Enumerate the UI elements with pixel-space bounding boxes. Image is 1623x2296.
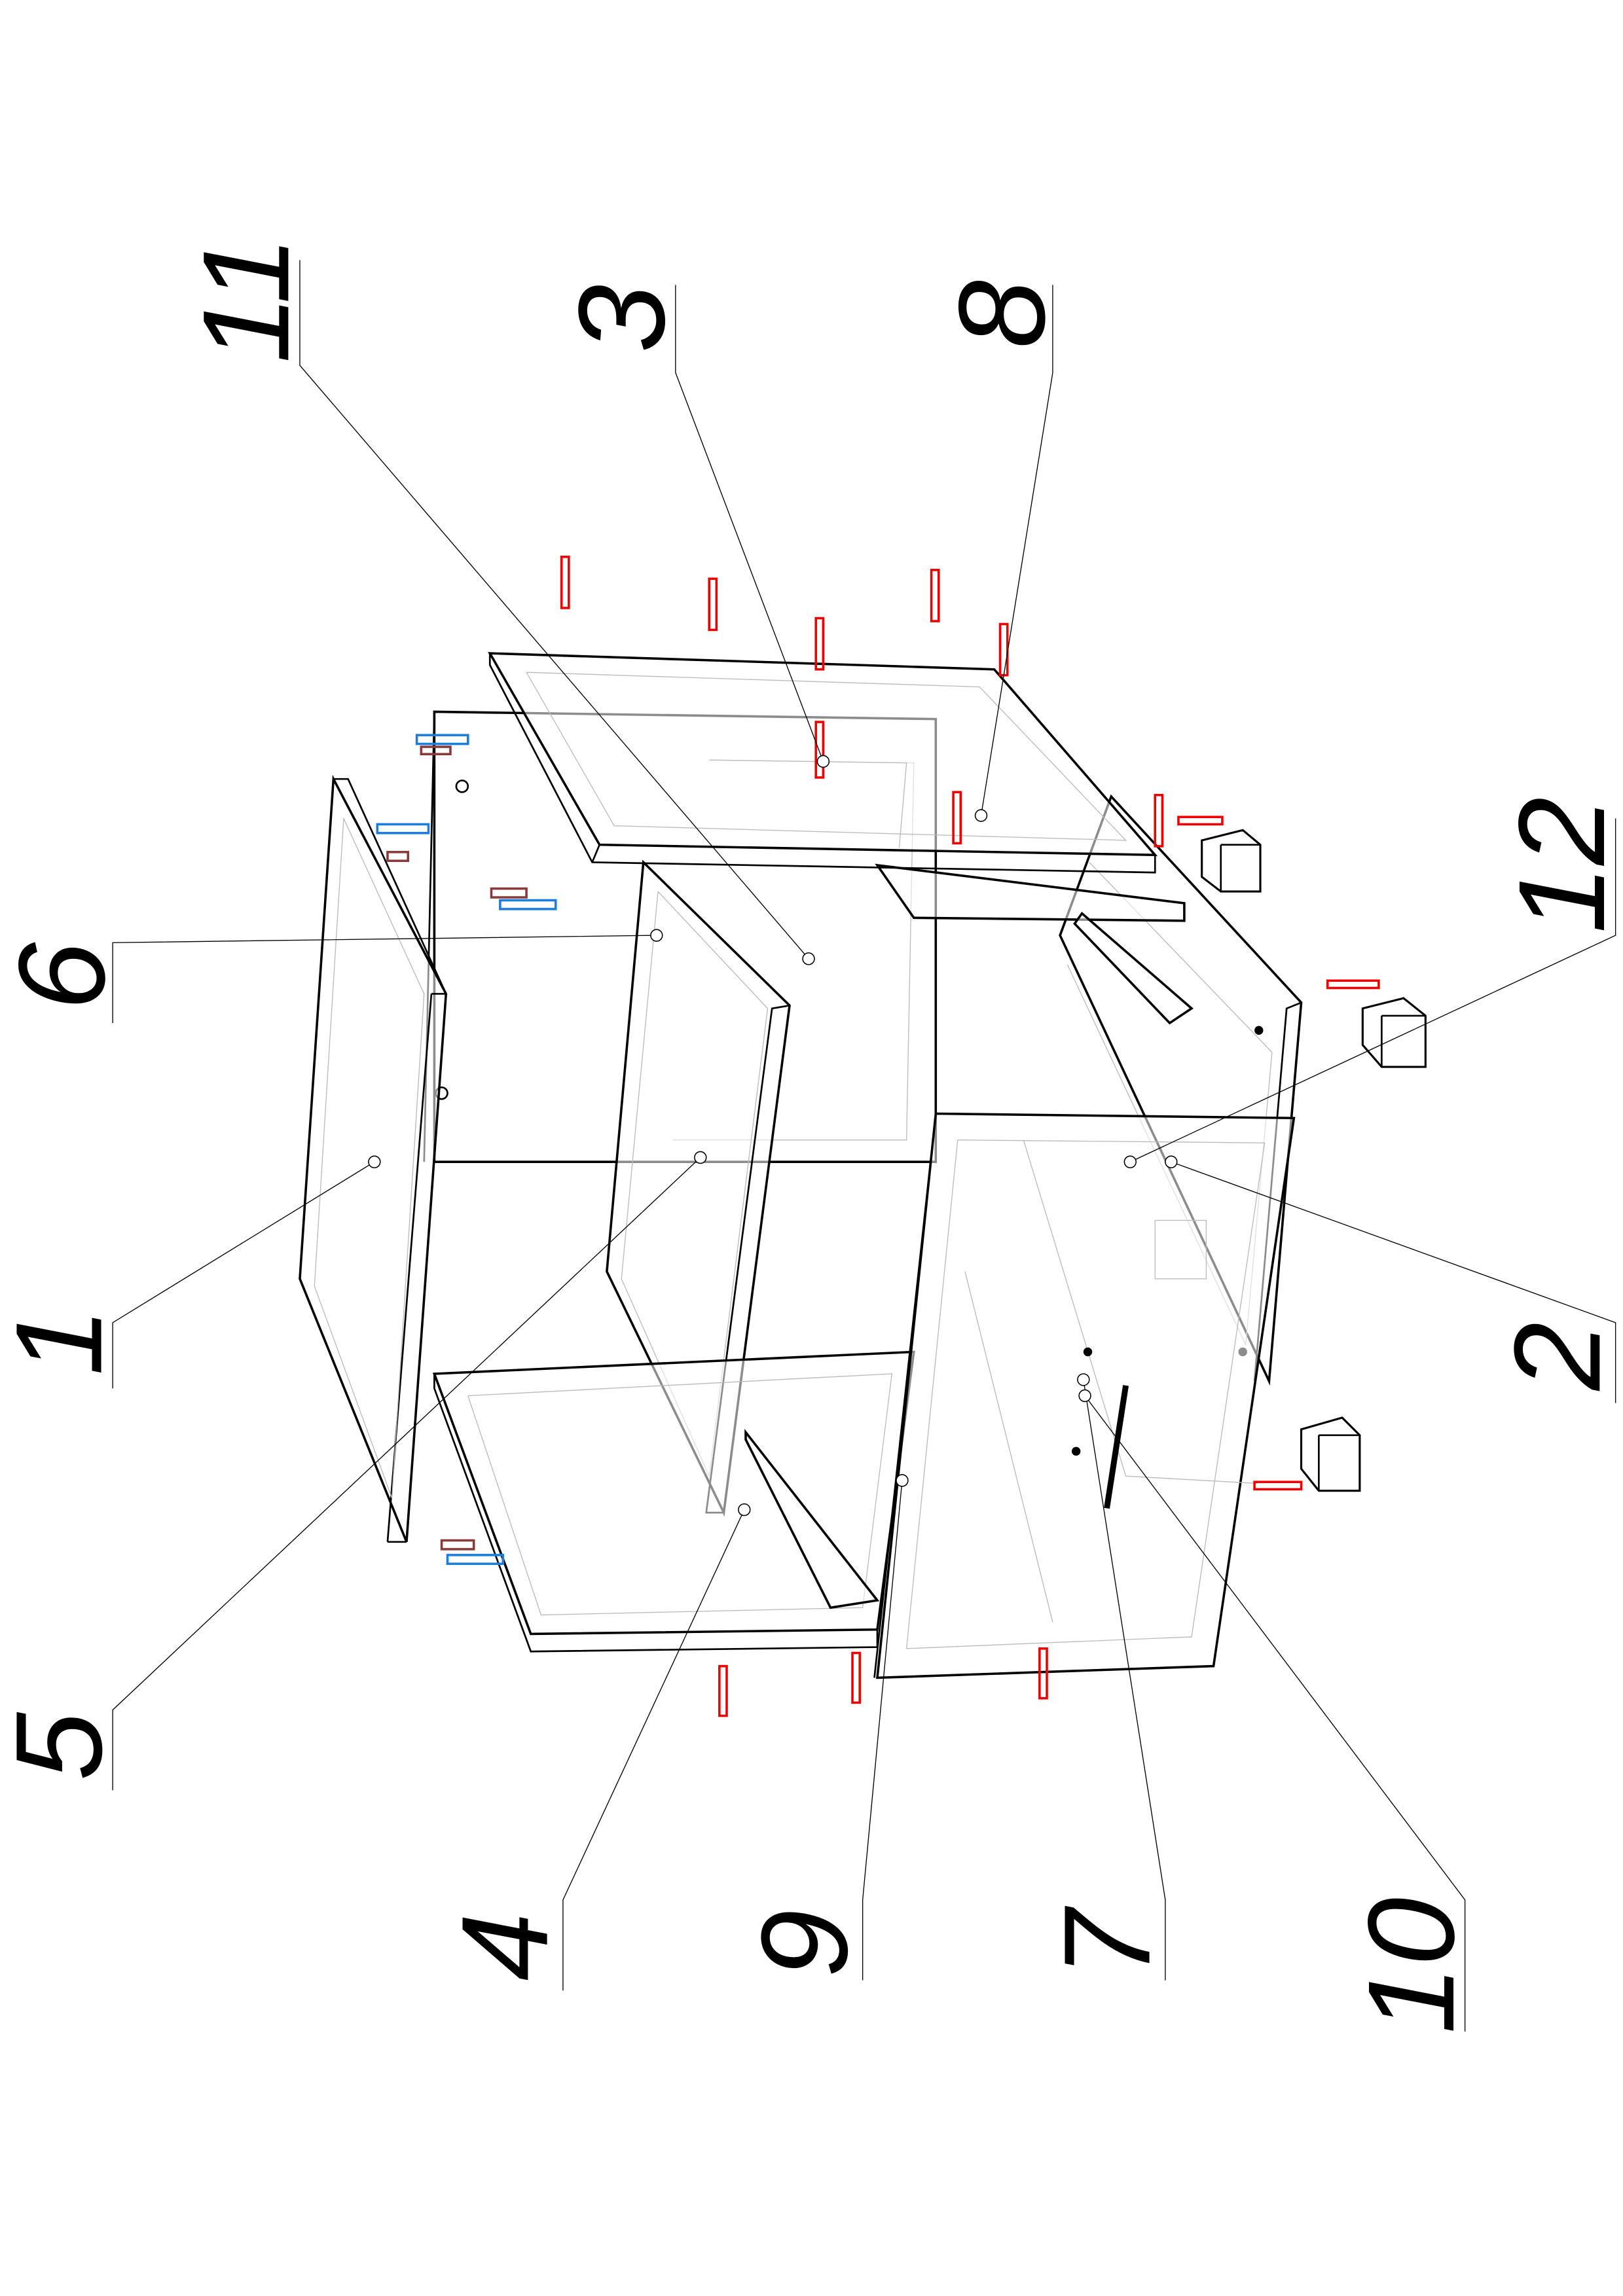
callout-2: 2 xyxy=(1488,1322,1623,1391)
part-bottom-panel xyxy=(432,1350,915,1653)
part-hinge-box-3 xyxy=(1300,1416,1361,1492)
leader-lines xyxy=(112,260,1616,2032)
callout-11: 11 xyxy=(177,236,314,363)
callout-7: 7 xyxy=(1038,1905,1176,1978)
callout-6: 6 xyxy=(0,942,130,1011)
callout-9: 9 xyxy=(735,1910,873,1978)
part-rail xyxy=(875,863,1194,1025)
callout-5: 5 xyxy=(0,1712,128,1781)
callout-4: 4 xyxy=(436,1912,574,1981)
fittings xyxy=(376,734,557,1566)
callouts: 11 3 8 6 12 1 2 5 4 9 7 10 xyxy=(0,236,1623,2034)
callout-8: 8 xyxy=(933,280,1070,348)
part-hinge-box-2 xyxy=(1361,997,1427,1068)
callout-10: 10 xyxy=(1342,1897,1480,2034)
screws xyxy=(560,555,1380,1717)
part-handle xyxy=(1071,1347,1129,1509)
callout-3: 3 xyxy=(553,285,690,353)
part-hinge-box-1 xyxy=(1201,829,1262,893)
callout-1: 1 xyxy=(0,1308,128,1376)
callout-12: 12 xyxy=(1493,797,1623,934)
